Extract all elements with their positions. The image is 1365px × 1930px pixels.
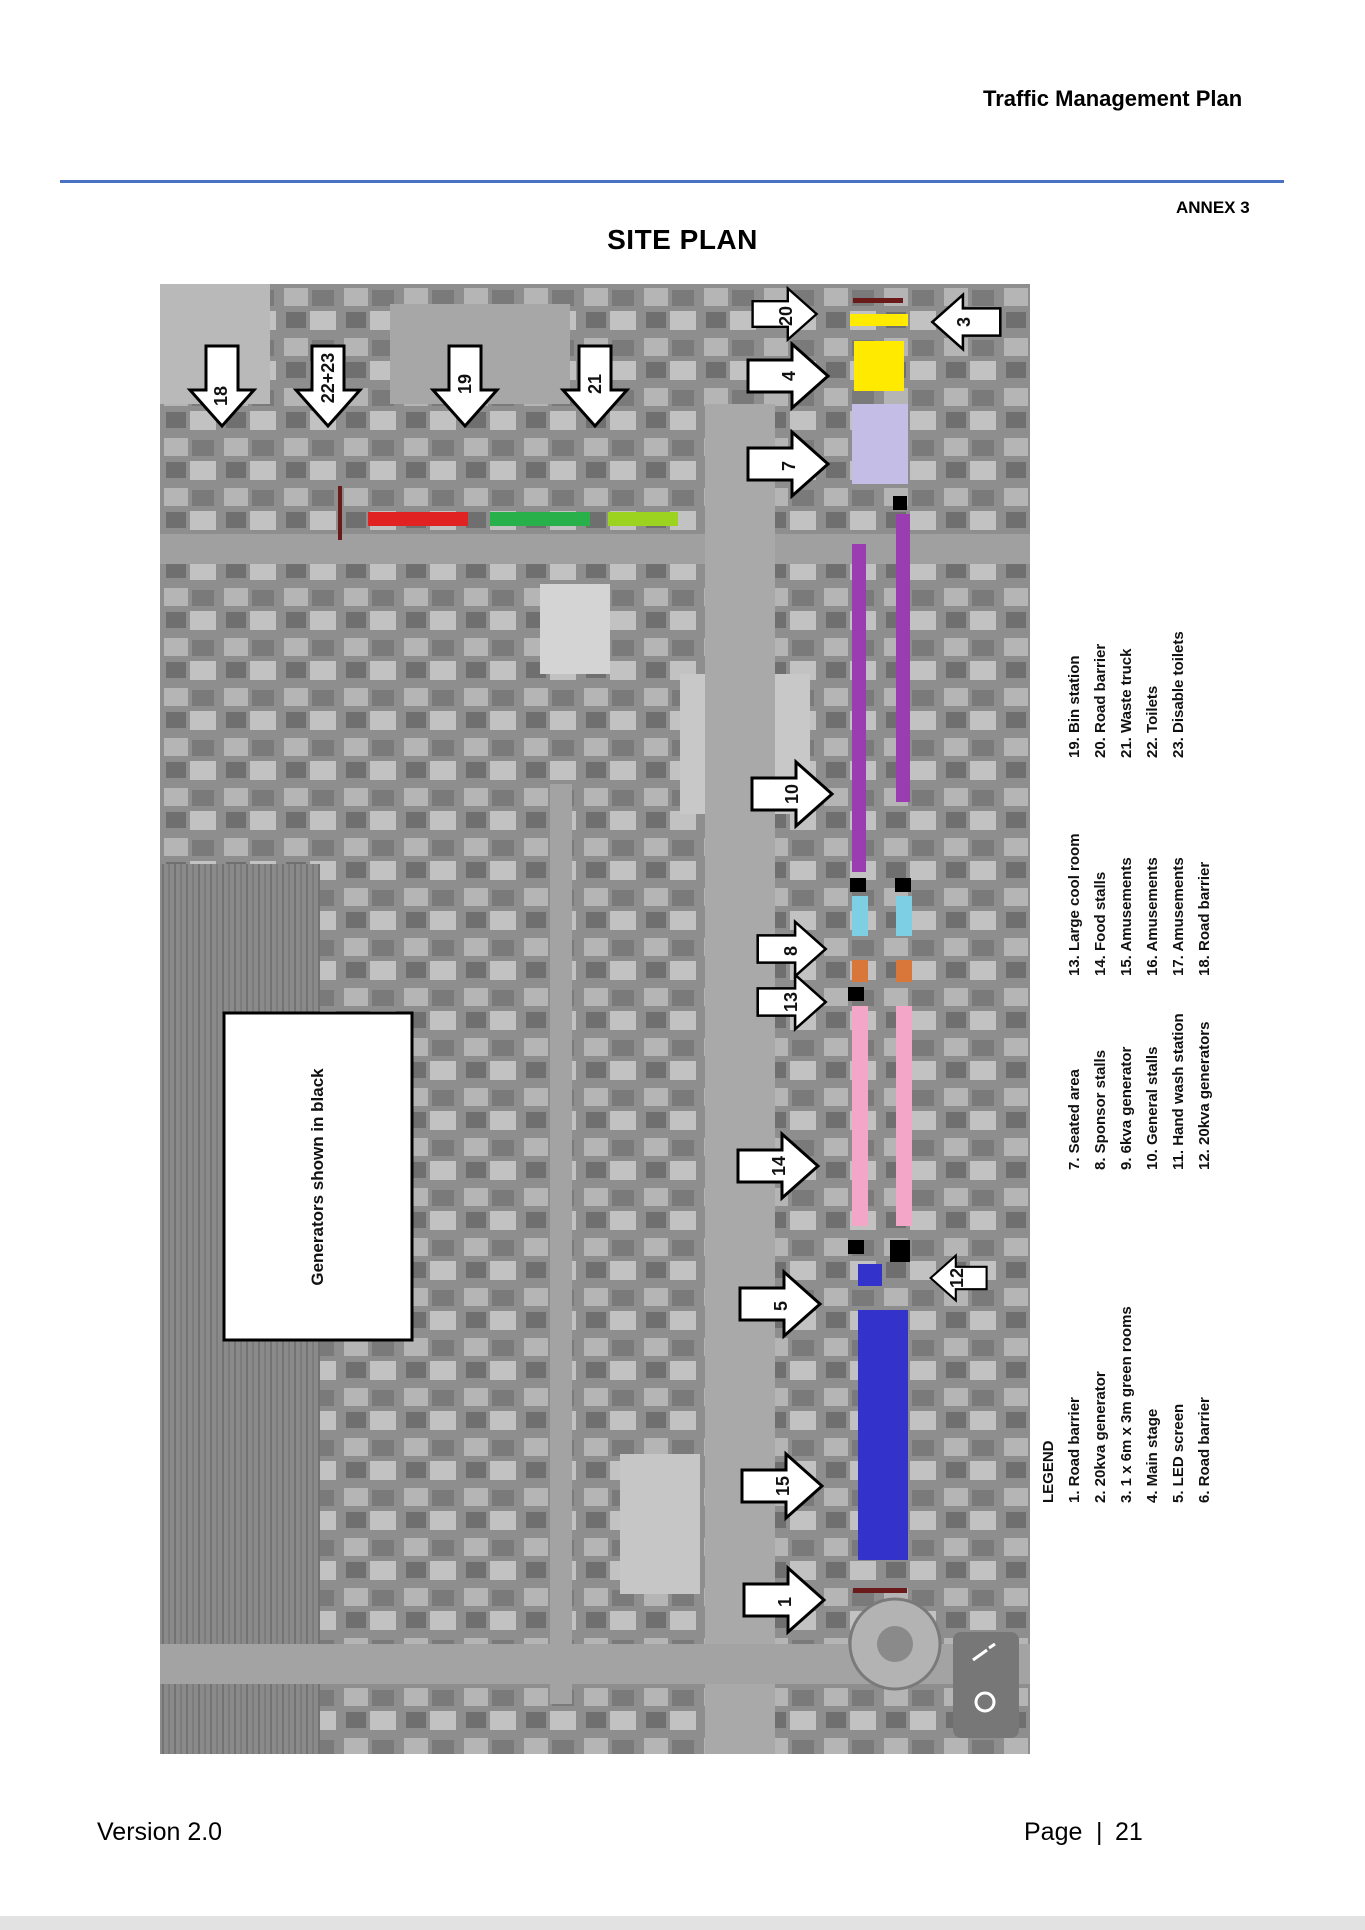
generator-marker [893,496,907,510]
arrow-10-label: 10 [782,784,802,804]
generator-marker [848,987,864,1001]
legend-item-5: 5. LED screen [1170,1403,1187,1503]
arrow-22-23-label: 22+23 [318,353,338,404]
main-street [705,404,775,1754]
annex-label: ANNEX 3 [1176,198,1250,217]
sponsor-stalls-west [852,896,868,936]
road-barrier-18 [338,486,342,540]
legend-item-23: 23. Disable toilets [1170,631,1187,758]
building-block [620,1454,700,1594]
legend-item-17: 17. Amusements [1170,857,1187,976]
general-stalls-east [896,514,910,802]
arrow-3-label: 3 [954,317,974,327]
legend-item-2: 2. 20kva generator [1092,1371,1109,1503]
arrow-19-label: 19 [455,374,475,394]
legend-item-4: 4. Main stage [1144,1408,1161,1503]
legend-item-9: 9. 6kva generator [1118,1046,1135,1170]
arrow-12-label: 12 [947,1268,967,1288]
arrow-4-label: 4 [779,371,799,381]
arrow-20-label: 20 [776,306,796,326]
waste-truck-zone [608,512,678,526]
laneway [550,784,572,1704]
legend-item-13: 13. Large cool room [1066,833,1083,976]
legend-item-19: 19. Bin station [1066,655,1083,758]
legend-item-8: 8. Sponsor stalls [1092,1049,1109,1170]
footer-separator: | [1096,1818,1103,1846]
general-stalls-west [852,544,866,872]
generator-marker [850,878,866,892]
arrow-5-label: 5 [771,1301,791,1311]
arrow-13-label: 13 [781,992,801,1012]
legend-item-7: 7. Seated area [1066,1069,1083,1170]
legend-item-16: 16. Amusements [1144,857,1161,976]
road-barrier-1 [853,1588,907,1593]
legend-item-21: 21. Waste truck [1118,648,1135,759]
legend-item-1: 1. Road barrier [1066,1397,1083,1503]
legend-item-3: 3. 1 x 6m x 3m green rooms [1118,1306,1135,1503]
collapse-icon[interactable] [972,1642,996,1662]
main-stage-zone [854,341,904,391]
cool-room-west [852,960,868,982]
legend-item-22: 22. Toilets [1144,685,1161,758]
arrow-1-label: 1 [775,1597,795,1607]
green-rooms [850,314,908,326]
document-title: Traffic Management Plan [983,86,1243,111]
site-plan-map: Generators shown in black 18 22+23 19 21… [160,284,1030,1754]
food-stalls-west [852,1006,868,1226]
roundabout-centre [877,1626,913,1662]
header-rule [60,180,1284,183]
sponsor-stalls-east [896,896,912,936]
page-bottom-strip [0,1916,1365,1930]
generator-note-box [222,1011,414,1342]
legend-item-20: 20. Road barrier [1092,643,1109,758]
legend-item-18: 18. Road barrier [1196,861,1213,976]
bin-station-zone [490,512,590,526]
building-block [540,584,610,674]
legend-item-14: 14. Food stalls [1092,871,1109,976]
arrow-15-label: 15 [773,1476,793,1496]
map-control-panel[interactable] [953,1632,1019,1738]
location-pin-icon[interactable] [974,1691,996,1713]
legend-item-15: 15. Amusements [1118,857,1135,976]
arrow-14-label: 14 [769,1156,789,1176]
cool-room-east [896,960,912,982]
cross-street [160,534,1030,564]
arrow-18-label: 18 [211,386,231,406]
legend-item-12: 12. 20kva generators [1196,1021,1213,1170]
site-plan-svg: Generators shown in black 18 22+23 19 21… [160,284,1030,1754]
arrow-7-label: 7 [779,461,799,471]
toilets-zone [368,512,468,526]
seated-area-zone [852,404,908,484]
generator-marker [895,878,911,892]
food-stalls-east [896,1006,912,1226]
generator-markers [848,496,911,1262]
generator-marker [848,1240,864,1254]
legend-heading: LEGEND [1040,1440,1057,1503]
arrow-21-label: 21 [585,374,605,394]
arrow-8-label: 8 [781,946,801,956]
footer-version: Version 2.0 [97,1818,223,1846]
footer-page-number: 21 [1115,1818,1143,1846]
generator-marker [890,1240,910,1262]
generator-note-text: Generators shown in black [308,1068,327,1286]
page-title: SITE PLAN [607,224,758,255]
legend-item-10: 10. General stalls [1144,1046,1161,1170]
led-screen-zone [858,1264,882,1286]
legend: LEGEND 1. Road barrier 2. 20kva generato… [1040,620,1250,1520]
road-barrier-20 [853,298,903,303]
legend-item-6: 6. Road barrier [1196,1397,1213,1503]
footer-page-label: Page [1024,1818,1083,1846]
legend-item-11: 11. Hand wash station [1170,1013,1187,1170]
amusements-zone [858,1310,908,1560]
